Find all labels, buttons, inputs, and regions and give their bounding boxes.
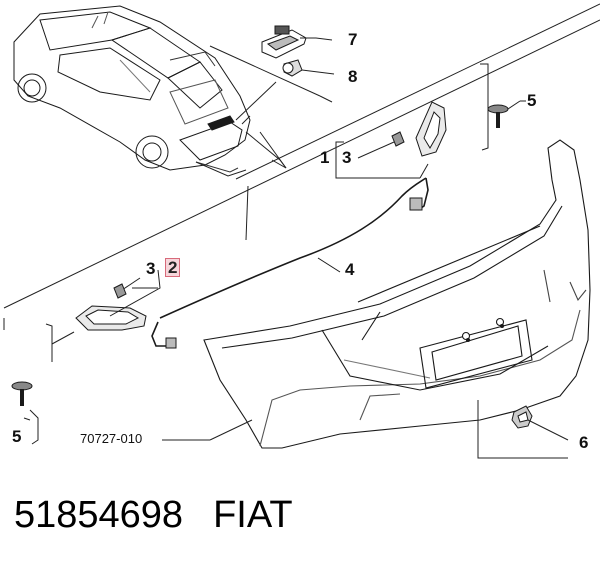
callout-3-left: 3 [146,259,156,278]
leader-reference-code [162,419,253,441]
reflector-left-part-2 [75,305,147,331]
callout-8: 8 [348,67,358,86]
callout-6: 6 [579,433,589,452]
callout-7: 7 [348,30,358,49]
leader-7 [209,37,333,103]
screw-part-5-right [487,100,521,128]
socket-part-3-left [113,283,127,299]
car-overview-drawing [13,5,251,173]
brand-name: FIAT [213,494,293,536]
callout-3-right: 3 [342,148,352,167]
callout-5-left: 5 [12,427,22,446]
callout-1: 1 [320,148,330,167]
callout-2-highlighted: 2 [165,258,181,277]
rear-bumper [203,139,591,449]
section-dividers [3,3,600,330]
plate-lamp-part-7 [261,25,307,59]
leader-6 [477,400,569,459]
leader-car-panel [195,81,287,177]
bulb-part-8 [282,59,335,77]
callout-5-right: 5 [527,91,537,110]
leader-2-3-left [109,269,161,317]
wiring-harness-part-4 [151,177,429,349]
clip-part-6 [511,405,533,429]
bracket-5-right [480,63,489,151]
diagram-reference-code: 70727-010 [80,431,143,446]
screw-part-5-left [11,381,39,445]
part-number: 51854698 [14,494,184,536]
callout-4: 4 [345,260,355,279]
reflector-right [415,101,447,157]
socket-part-3-right [357,131,405,159]
bracket-5-left [23,323,75,421]
part-caption: 51854698 FIAT [14,496,293,534]
bracket-1 [335,141,429,179]
